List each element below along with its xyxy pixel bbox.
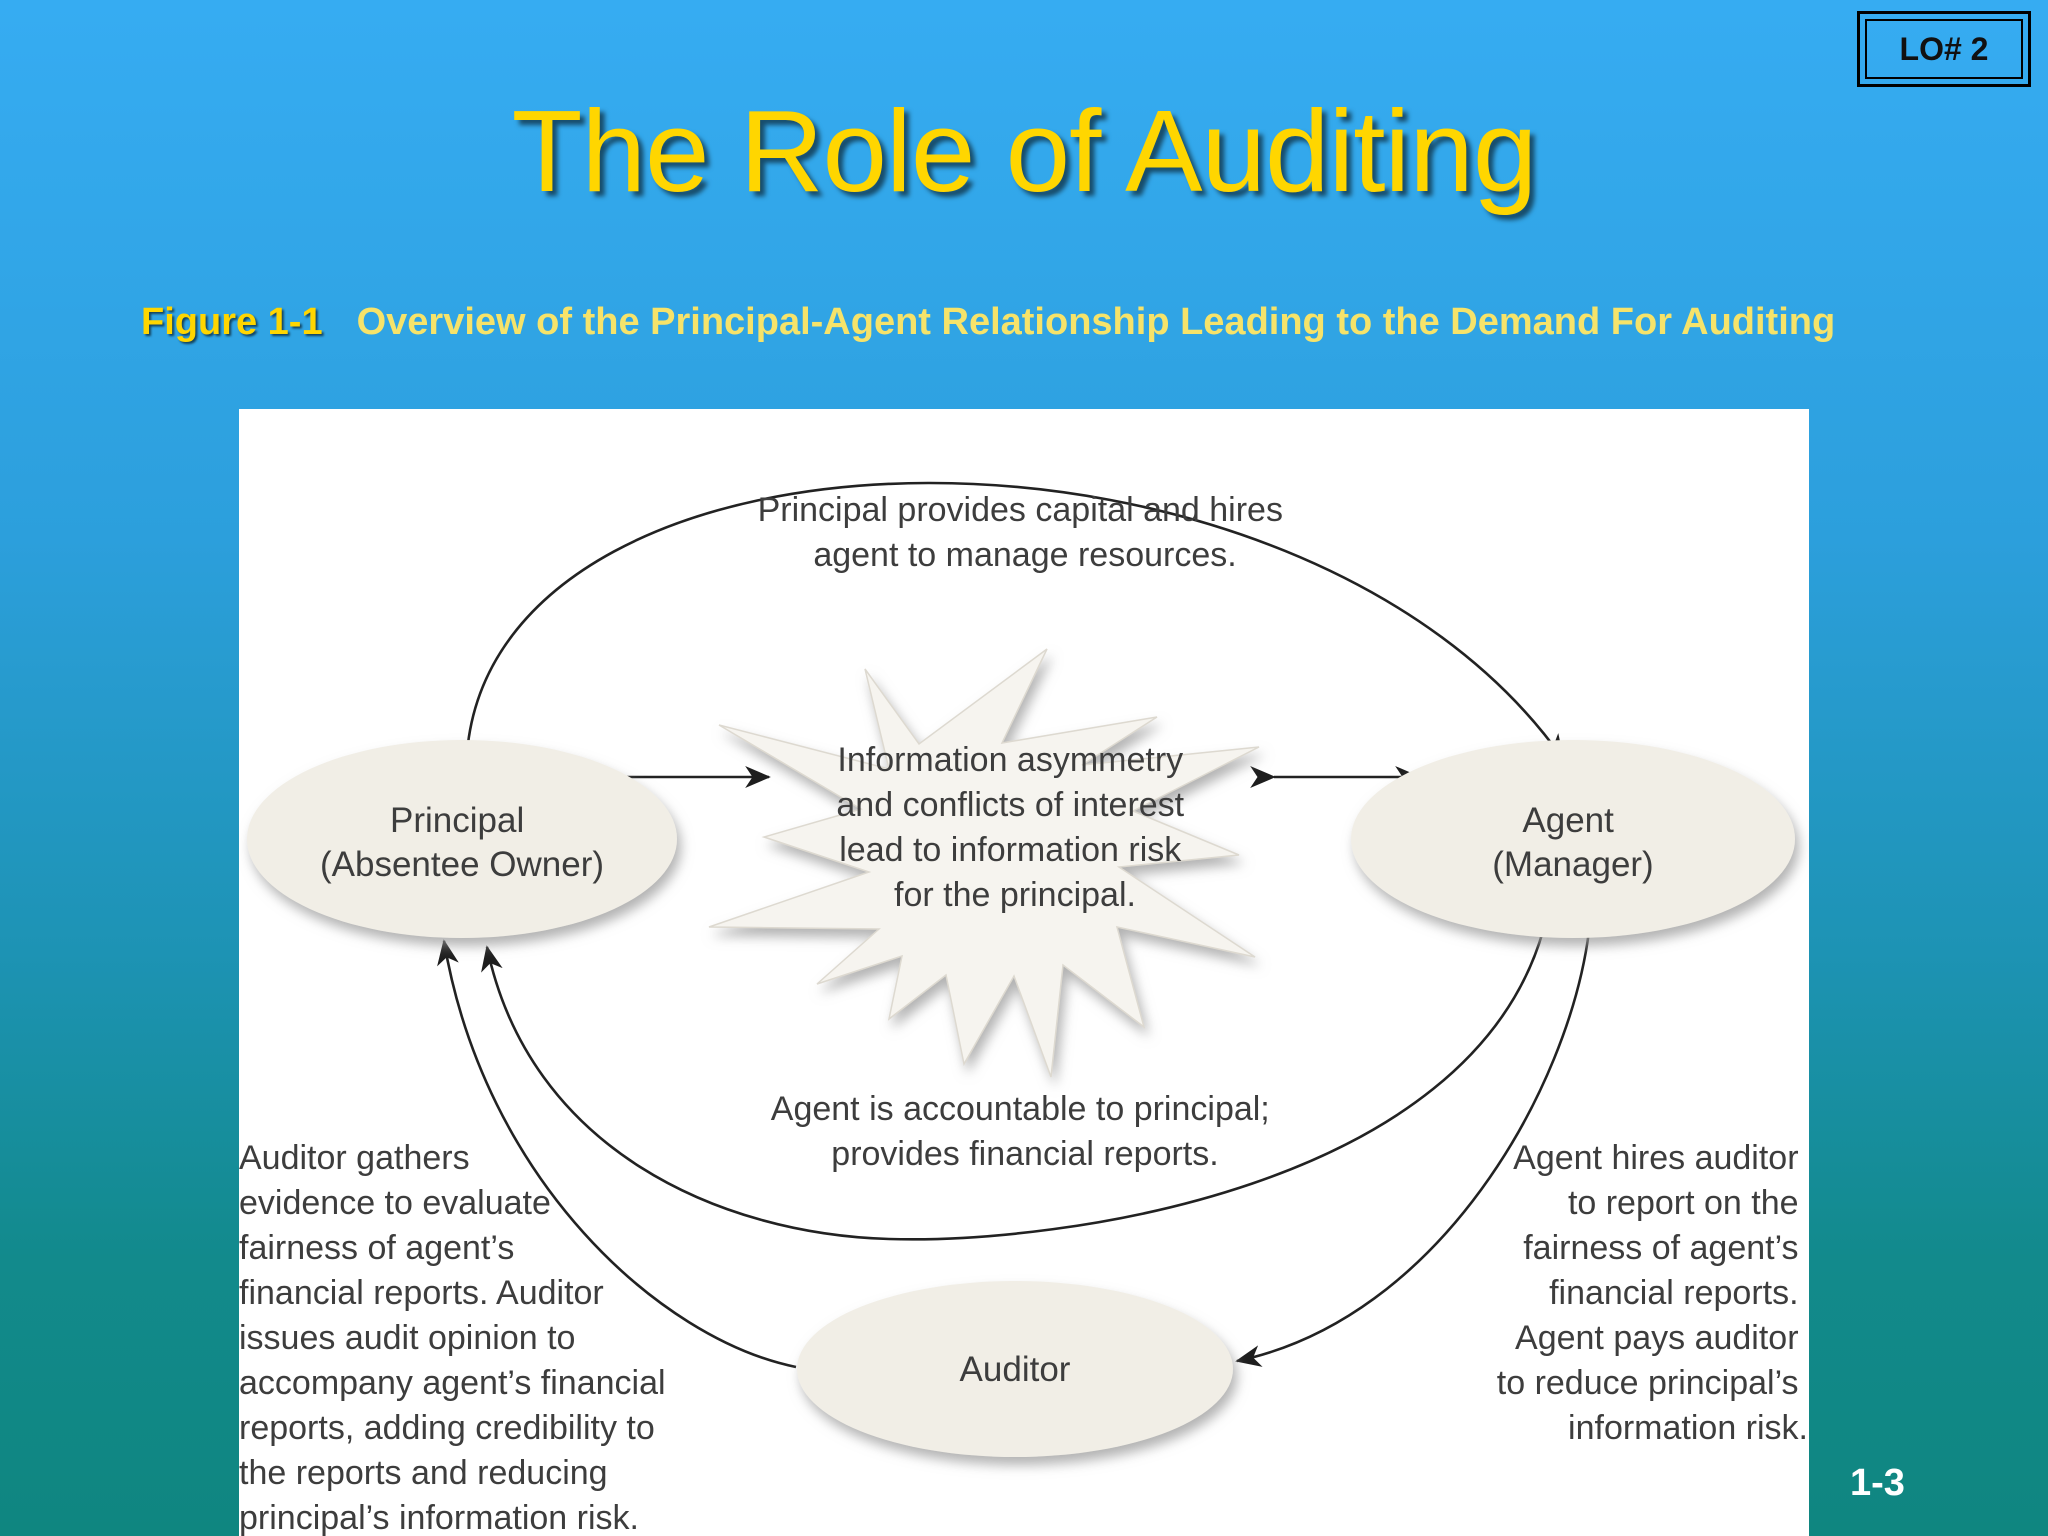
top-label-line-2: agent to manage resources. bbox=[813, 536, 1236, 574]
agent-label: Agent (Manager) bbox=[1492, 801, 1653, 884]
figure-label: Figure 1-1 bbox=[141, 301, 323, 343]
left-label-line-5: issues audit opinion to bbox=[239, 1319, 575, 1357]
right-label-line-6: to reduce principal’s bbox=[1497, 1364, 1799, 1402]
auditor-to-principal-arrow bbox=[437, 939, 797, 1369]
right-label-line-1: Agent hires auditor bbox=[1513, 1139, 1798, 1177]
slide-title: The Role of Auditing bbox=[511, 86, 1538, 216]
lo-badge: LO# 2 bbox=[1857, 11, 2031, 87]
information-risk-starburst bbox=[708, 648, 1260, 1078]
page-number: 1-3 bbox=[1850, 1462, 1905, 1504]
agent-line-2: (Manager) bbox=[1492, 845, 1653, 884]
accountability-label: Agent is accountable to principal; provi… bbox=[771, 1090, 1279, 1173]
center-line-1: Information asymmetry bbox=[837, 741, 1183, 779]
agent-to-auditor-arrow bbox=[1235, 930, 1591, 1367]
auditor-line-1: Auditor bbox=[960, 1350, 1071, 1389]
top-arc-label: Principal provides capital and hires age… bbox=[758, 491, 1293, 574]
principal-line-2: (Absentee Owner) bbox=[320, 845, 604, 884]
agent-line-1: Agent bbox=[1522, 801, 1614, 840]
center-line-2: and conflicts of interest bbox=[836, 786, 1184, 824]
left-label-line-3: fairness of agent’s bbox=[239, 1229, 514, 1267]
center-line-4: for the principal. bbox=[894, 876, 1136, 914]
figure-caption: Figure 1-1 Overview of the Principal-Agen… bbox=[141, 297, 1835, 347]
principal-line-1: Principal bbox=[390, 801, 524, 840]
principal-label: Principal (Absentee Owner) bbox=[320, 801, 604, 884]
middle-label-line-2: provides financial reports. bbox=[831, 1135, 1218, 1173]
center-text: Information asymmetry and conflicts of i… bbox=[836, 741, 1193, 914]
right-label-line-3: fairness of agent’s bbox=[1523, 1229, 1798, 1267]
left-label-line-1: Auditor gathers bbox=[239, 1139, 470, 1177]
principal-node bbox=[247, 740, 677, 938]
principal-agent-diagram: Principal (Absentee Owner) Agent (Manage… bbox=[239, 481, 1808, 1536]
figure-panel: Principal (Absentee Owner) Agent (Manage… bbox=[239, 409, 1809, 1536]
right-label-line-2: to report on the bbox=[1568, 1184, 1799, 1222]
top-label-line-1: Principal provides capital and hires bbox=[758, 491, 1283, 529]
right-label-line-7: information risk. bbox=[1568, 1409, 1808, 1447]
agent-hires-auditor-text: Agent hires auditor to report on the fai… bbox=[1497, 1139, 1808, 1447]
auditor-role-text: Auditor gathers evidence to evaluate fai… bbox=[239, 1139, 675, 1536]
left-label-line-6: accompany agent’s financial bbox=[239, 1364, 666, 1402]
accountability-arc-arrow bbox=[481, 930, 1545, 1241]
auditor-node bbox=[797, 1281, 1233, 1457]
left-label-line-4: financial reports. Auditor bbox=[239, 1274, 604, 1312]
middle-label-line-1: Agent is accountable to principal; bbox=[771, 1090, 1270, 1128]
figure-title: Overview of the Principal-Agent Relation… bbox=[356, 301, 1836, 343]
lo-badge-label: LO# 2 bbox=[1865, 19, 2023, 79]
top-arc-arrow bbox=[465, 481, 1565, 761]
left-label-line-7: reports, adding credibility to bbox=[239, 1409, 655, 1447]
left-label-line-2: evidence to evaluate bbox=[239, 1184, 551, 1222]
left-label-line-9: principal’s information risk. bbox=[239, 1499, 639, 1536]
agent-node bbox=[1351, 740, 1795, 938]
right-label-line-5: Agent pays auditor bbox=[1515, 1319, 1799, 1357]
left-label-line-8: the reports and reducing bbox=[239, 1454, 608, 1492]
right-label-line-4: financial reports. bbox=[1549, 1274, 1798, 1312]
auditor-label: Auditor bbox=[960, 1350, 1071, 1389]
center-line-3: lead to information risk bbox=[839, 831, 1182, 869]
